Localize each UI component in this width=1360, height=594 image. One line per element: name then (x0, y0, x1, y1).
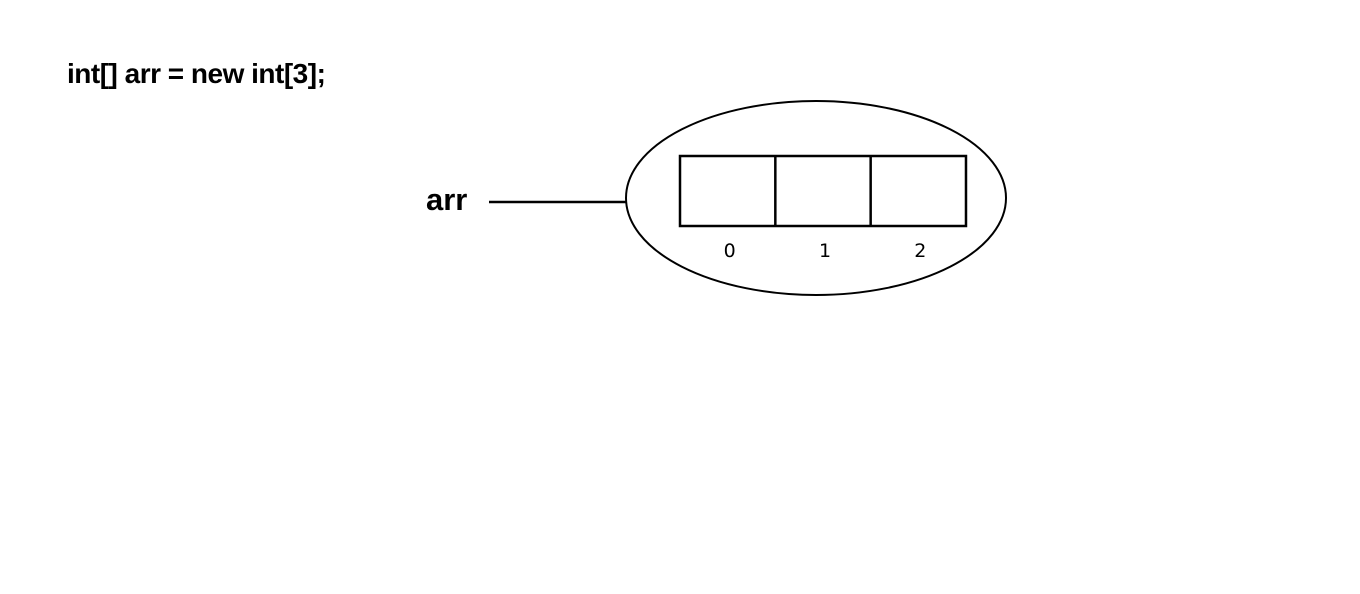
index-label-2: 2 (914, 240, 926, 262)
array-box (678, 154, 968, 228)
index-label-0: 0 (724, 240, 736, 262)
heap-object-ellipse (625, 100, 1007, 296)
index-label-1: 1 (819, 240, 831, 262)
array-index-labels: 0 1 2 (724, 240, 927, 262)
code-statement: int[] arr = new int[3]; (67, 58, 326, 89)
array-cells (678, 154, 968, 228)
variable-label: arr (426, 182, 468, 217)
